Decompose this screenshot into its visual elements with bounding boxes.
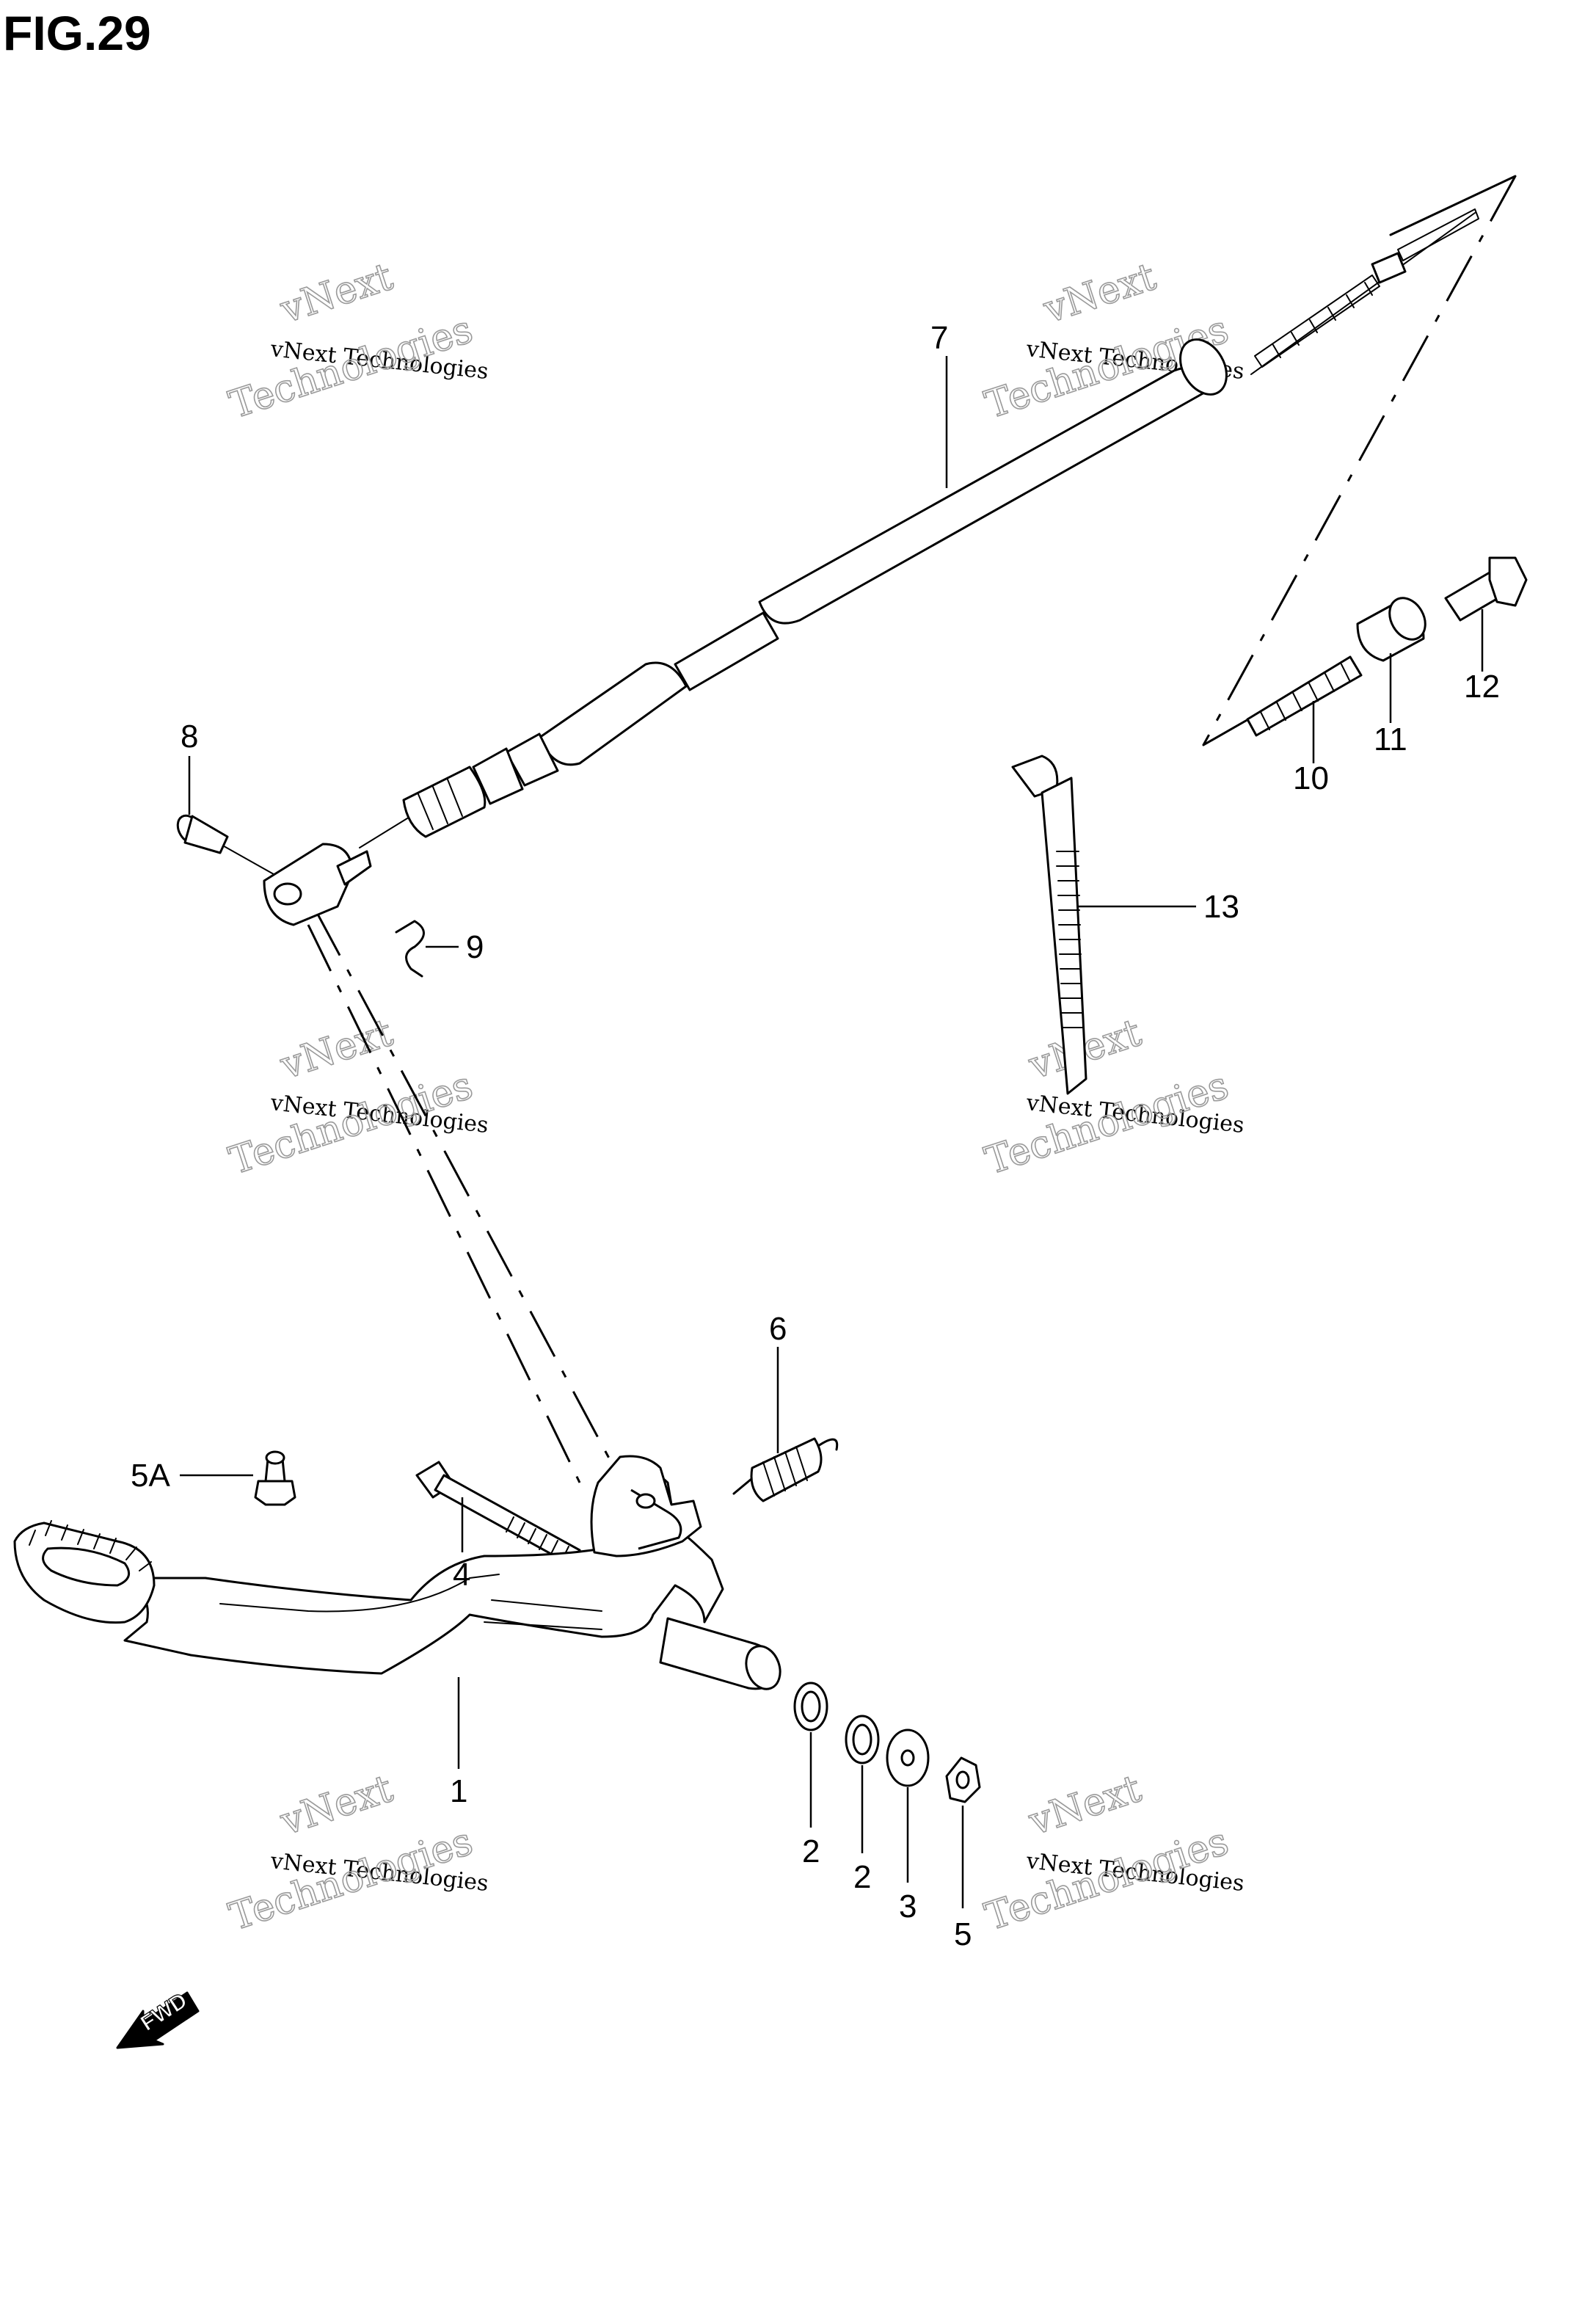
pedal-arm-webbing [484,1599,602,1630]
pivot-nut[interactable] [945,1756,981,1803]
washer-c[interactable] [886,1728,930,1787]
cable-sheath-front [538,661,688,766]
watermark-mid-right: vNext vNext Technologies Technologies [980,1010,1246,1184]
callout-leaders [180,356,1484,1908]
pedal-bolt-shank [434,1474,581,1566]
callout-8: 8 [181,719,198,755]
callout-labels: 7 8 9 10 11 12 13 6 5A 4 1 2 2 3 5 [131,320,1500,1952]
return-spring-small[interactable] [1246,655,1363,737]
callout-5: 5 [954,1916,972,1952]
washer-c-inner [900,1749,915,1767]
clevis-body [263,843,354,926]
cable-rear-ferrule [1179,338,1228,396]
callout-13: 13 [1203,889,1239,925]
adjuster-bolt[interactable] [1444,556,1528,622]
brake-pedal[interactable] [13,1455,786,1694]
cable-rear-nut [1371,252,1407,284]
spring-hook-right [817,1438,839,1451]
guide-line-cable-end [1202,175,1517,746]
pedal-return-spring[interactable] [732,1437,839,1502]
joint-collar[interactable] [1356,592,1432,662]
return-spring-coils [1260,664,1351,730]
adjuster-bolt-head [1488,556,1528,607]
guide-line-pin [219,843,280,878]
grease-nipple-tip [265,1450,285,1465]
cable-tie[interactable] [1011,755,1087,1095]
washer-b-inner [852,1723,872,1756]
pedal-tread-recess [42,1546,131,1587]
callout-5a: 5A [131,1458,170,1494]
callout-1: 1 [450,1773,467,1809]
pedal-arm [18,1466,724,1675]
grease-nipple-base [254,1480,296,1506]
callout-6: 6 [769,1311,787,1347]
watermark-mid-left: vNext vNext Technologies Technologies [224,1010,490,1184]
clevis-neck [336,850,372,886]
return-spring-body [1246,655,1363,737]
brake-cable[interactable] [359,208,1479,848]
watermark-top-left: vNext vNext Technologies Technologies [224,254,490,428]
clevis-pin[interactable] [173,812,229,854]
pivot-nut-hole [955,1770,970,1789]
pedal-arm-ridge [219,1574,500,1613]
cable-thread-axis [1250,212,1476,375]
cable-sheath-long [758,366,1212,625]
pedal-lever-pin [635,1493,656,1509]
cable-thread-rear [1254,275,1380,368]
assembly-guide-lines [219,175,1517,1527]
callout-12: 12 [1464,669,1500,705]
cable-front-thread [402,766,487,838]
guide-line-rod-right [314,909,647,1527]
cable-adjuster-nut-a [505,733,559,787]
pedal-bolt[interactable] [415,1461,581,1566]
cable-tie-strap [1041,777,1087,1095]
cable-adjuster-nut-b [472,747,524,805]
cable-rear-tip [1397,208,1479,261]
guide-line-spring-end [1202,714,1256,746]
cotter-clip[interactable] [395,920,425,978]
callout-2b: 2 [853,1859,871,1895]
figure-title: FIG.29 [3,6,151,60]
guide-line-cable-tip [1389,175,1517,236]
spring-coils [762,1446,808,1497]
cable-inner-wire [359,818,408,848]
cable-front-thread-lines [418,779,463,830]
forward-arrow-icon [116,1991,200,2049]
forward-direction-indicator: FWD [116,1988,200,2049]
guide-line-rod-left [307,924,581,1483]
washer-a-inner [801,1690,821,1723]
pedal-tread-teeth [29,1520,152,1571]
pedal-pivot-end [745,1645,781,1690]
clevis-pin-shank [183,815,229,854]
grease-nipple[interactable] [254,1450,296,1506]
cable-tie-teeth [1056,851,1083,1028]
watermark-line1: vNext [1024,1767,1147,1844]
cable-clevis[interactable] [263,843,372,926]
watermark-line1: vNext [275,1767,398,1844]
callout-11: 11 [1374,721,1407,757]
watermark-bottom-right: vNext vNext Technologies Technologies [980,1766,1246,1940]
washer-a[interactable] [793,1682,828,1731]
watermark-line1: vNext [275,1011,398,1088]
callout-4: 4 [453,1557,470,1593]
callout-9: 9 [466,929,484,965]
callout-3: 3 [899,1889,917,1924]
callout-2a: 2 [802,1833,820,1869]
watermark-line1: vNext [275,255,398,332]
callout-7: 7 [930,320,948,356]
collar-end [1388,597,1426,641]
clevis-hole [273,882,302,906]
cable-middle-sheath [674,611,779,691]
pedal-bolt-thread [506,1516,569,1562]
watermark-line1: vNext [1038,255,1162,332]
washer-b[interactable] [845,1715,880,1764]
spring-coil-body [750,1437,823,1502]
callout-10: 10 [1293,760,1329,796]
